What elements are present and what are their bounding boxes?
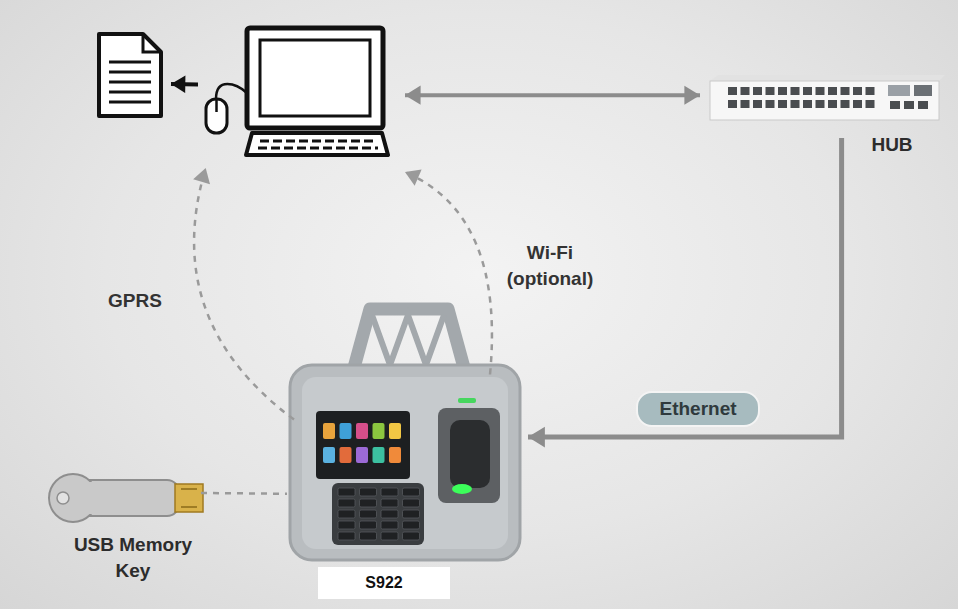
connector	[405, 170, 492, 375]
connector	[171, 75, 198, 93]
attendance-terminal: S922	[290, 295, 520, 560]
arrow-head	[171, 75, 185, 93]
connector-line	[405, 93, 700, 97]
gprs-label: GPRS	[90, 288, 180, 314]
connector-line	[194, 168, 294, 420]
computer-icon-drawing	[200, 25, 390, 160]
usb-key-drawing	[45, 460, 205, 535]
network-hub: HUB	[710, 75, 945, 120]
arrow-head	[684, 86, 700, 105]
network-hub-drawing	[710, 75, 945, 120]
arrow-head	[193, 168, 210, 184]
computer-icon	[200, 25, 390, 160]
connector	[405, 86, 700, 105]
hub-label: HUB	[852, 133, 932, 157]
connector	[528, 138, 842, 447]
attendance-terminal-drawing	[290, 295, 520, 560]
arrow-head	[405, 170, 422, 186]
connector	[201, 493, 287, 495]
model-label: S922	[318, 567, 450, 599]
connector-line	[201, 492, 287, 495]
arrow-head	[528, 427, 545, 448]
ethernet-pill: Ethernet	[636, 391, 760, 427]
usb-key: USB Memory Key	[45, 460, 205, 535]
document-icon-drawing	[95, 30, 165, 120]
arrow-head	[405, 86, 421, 105]
connector	[193, 168, 294, 420]
document-icon	[95, 30, 165, 120]
wifi-label: Wi-Fi (optional)	[490, 240, 610, 292]
usb-label: USB Memory Key	[73, 532, 193, 584]
connector-line	[405, 172, 492, 375]
